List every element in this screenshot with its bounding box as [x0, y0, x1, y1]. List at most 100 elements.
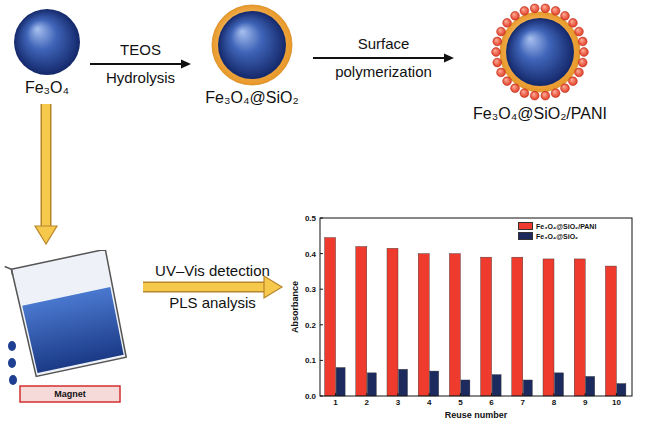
plot-frame [320, 218, 632, 396]
arrow-head [444, 54, 454, 63]
bar [555, 373, 564, 396]
tick-label: 0.5 [305, 214, 316, 223]
legend-text: Fe₃O₄@SiO₂/PANI [536, 222, 596, 231]
pani-particle [511, 84, 520, 93]
particle-sphere: Fe₃O₄@SiO₂/PANI [460, 2, 620, 124]
bar [336, 368, 345, 396]
bar [543, 259, 554, 396]
bar [399, 369, 408, 396]
tick-label: 0.1 [305, 356, 316, 365]
bar [430, 371, 439, 396]
arrow-head [35, 226, 57, 244]
bar [418, 254, 429, 396]
legend-swatch [518, 232, 533, 240]
reaction-arrow [313, 54, 454, 63]
bar [523, 380, 532, 396]
pani-particle [551, 89, 560, 98]
beaker-glass [11, 250, 128, 377]
tick-label: 2 [365, 398, 369, 407]
particle-sphere: Fe₃O₄@SiO₂ [197, 4, 307, 108]
legend-swatch [518, 222, 533, 230]
legend-text: Fe₃O₄@SiO₂ [536, 232, 578, 241]
bar [512, 257, 523, 396]
pani-particle [551, 6, 560, 15]
tick-mark [366, 393, 367, 396]
pani-particle [561, 11, 570, 20]
reaction-arrow [90, 60, 191, 69]
tick-mark [335, 393, 336, 396]
tick-mark [320, 396, 323, 397]
tick-label: 0.4 [305, 249, 316, 258]
blue-solution [22, 287, 124, 373]
droplet [9, 375, 17, 385]
bar [387, 248, 398, 396]
magnetite-core [218, 11, 286, 79]
arrow-head [264, 276, 282, 298]
arrow-head [181, 60, 191, 69]
axis-title: Absorbance [290, 281, 301, 333]
pani-particle [503, 18, 512, 27]
silica-shell [212, 5, 292, 85]
tick-mark [429, 393, 430, 396]
droplet [8, 341, 16, 351]
arrow-shaft [90, 63, 182, 65]
magnetite-core [506, 18, 574, 86]
tick-mark [491, 393, 492, 396]
chart-drawing [288, 208, 642, 424]
tick-mark [616, 393, 617, 396]
particle-drawing [211, 4, 293, 86]
tick-mark [320, 218, 323, 219]
bar [586, 376, 595, 396]
pani-particle [520, 89, 529, 98]
legend-row: Fe₃O₄@SiO₂/PANI [518, 221, 596, 231]
tick-label: 5 [458, 398, 462, 407]
arrow-label: TEOS Hydrolysis [106, 36, 175, 92]
pani-particle [578, 58, 587, 67]
pani-particle [530, 4, 539, 13]
bar [449, 254, 460, 396]
tick-label: 7 [521, 398, 525, 407]
arrow-shaft [313, 57, 445, 59]
tick-mark [320, 253, 323, 254]
bar-chart: AbsorbanceReuse number [288, 208, 642, 424]
pani-particle [493, 58, 502, 67]
tick-mark [320, 360, 323, 361]
bar [617, 384, 626, 396]
tick-mark [522, 393, 523, 396]
beaker-spout [5, 265, 13, 276]
tick-label: 10 [612, 398, 621, 407]
beaker-drawing [4, 250, 137, 410]
tick-label: 1 [333, 398, 337, 407]
pani-particle [492, 48, 501, 57]
magnet-label: Magnet [20, 386, 120, 402]
bar [605, 266, 616, 396]
tick-mark [554, 393, 555, 396]
pani-particle [530, 91, 539, 100]
pani-particle [580, 48, 589, 57]
pani-particle [503, 77, 512, 86]
pani-particle [511, 11, 520, 20]
legend: Fe₃O₄@SiO₂/PANIFe₃O₄@SiO₂ [518, 221, 596, 241]
tick-mark [460, 393, 461, 396]
tick-label: 9 [583, 398, 587, 407]
arrow-shaft [143, 282, 265, 293]
pani-particle [541, 4, 550, 13]
tick-label: 0.0 [305, 392, 316, 401]
tick-label: 8 [552, 398, 556, 407]
tick-mark [320, 324, 323, 325]
tick-mark [398, 393, 399, 396]
tick-label: 3 [396, 398, 400, 407]
particle-sphere: Fe₃O₄ [10, 8, 84, 98]
particle-drawing [13, 8, 81, 76]
pani-particle [575, 68, 584, 77]
tick-mark [585, 393, 586, 396]
magnet-bar [20, 386, 120, 402]
pani-particle [493, 37, 502, 46]
bar [461, 380, 470, 396]
bar [574, 259, 585, 396]
pani-particle [541, 91, 550, 100]
particle-drawing [490, 2, 590, 102]
process-arrow [35, 104, 57, 244]
pani-particle [497, 68, 506, 77]
bar [481, 257, 492, 396]
